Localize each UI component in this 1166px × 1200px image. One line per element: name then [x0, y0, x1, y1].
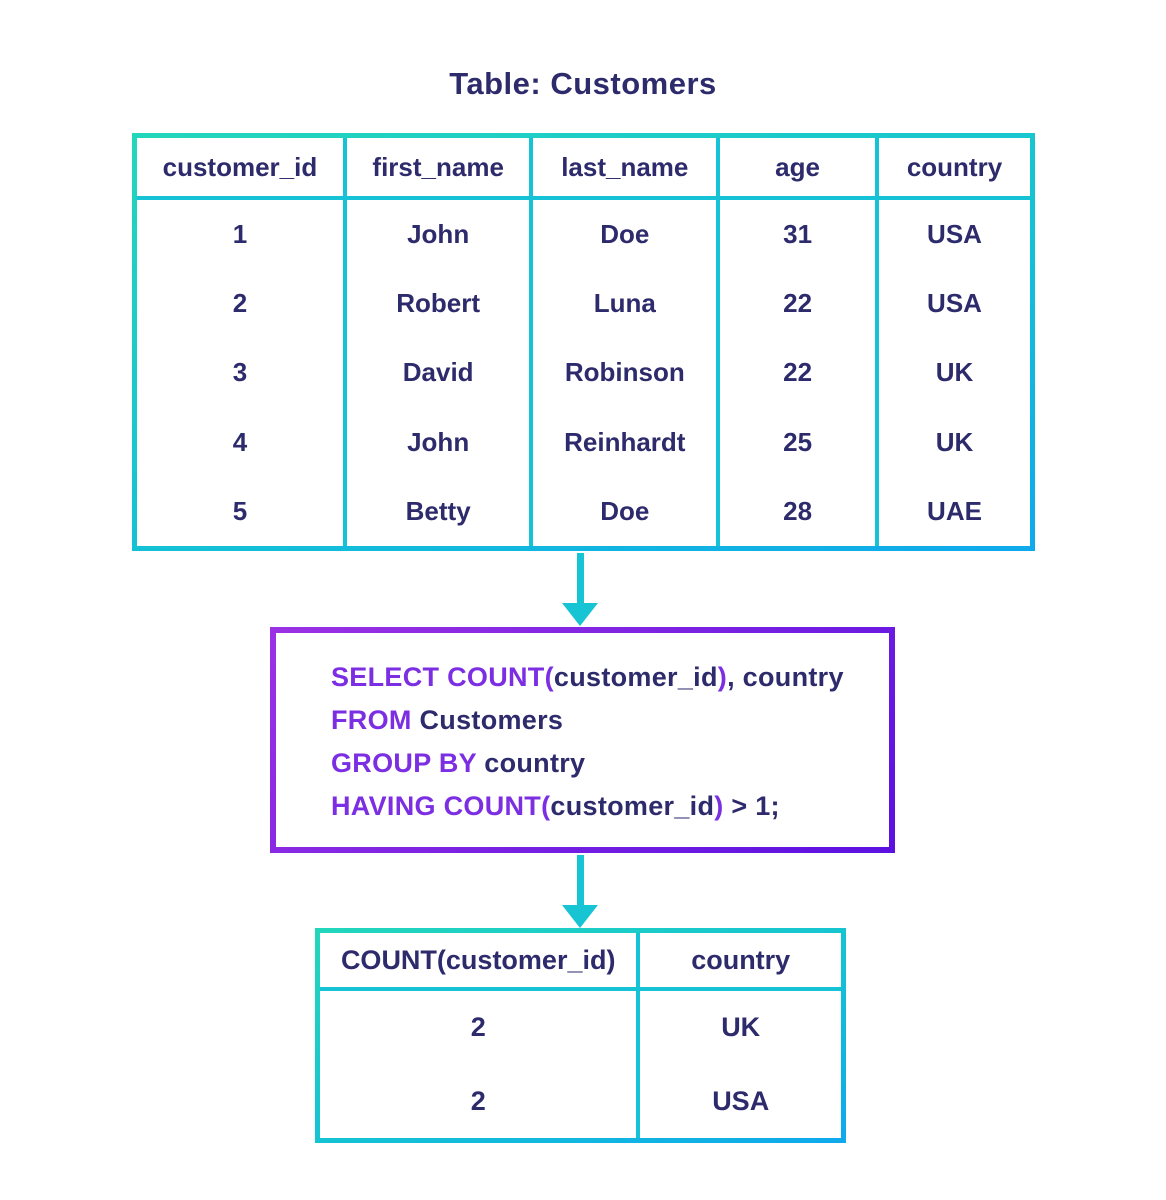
arrow-shaft — [576, 553, 584, 603]
table-cell: 31 — [720, 200, 880, 270]
sql-identifier: > 1; — [723, 791, 780, 821]
arrow-down-icon — [562, 855, 598, 928]
table-cell: Robert — [347, 269, 534, 339]
column-header-country: country — [879, 138, 1030, 200]
table-cell: UK — [935, 426, 974, 457]
table-cell: UK — [935, 357, 974, 388]
sql-keyword: FROM — [331, 705, 420, 735]
table-cell: 2 — [320, 991, 641, 1065]
column-header-first-name: first_name — [346, 138, 534, 200]
table-cell: David — [347, 338, 534, 408]
table-cell: 28 — [720, 476, 880, 546]
table-cell: USA — [927, 219, 982, 250]
table-cell: John — [347, 200, 534, 270]
sql-identifier: Customers — [419, 705, 564, 735]
table-cell: Betty — [347, 476, 534, 546]
table-cell: 22 — [720, 338, 880, 408]
sql-identifier: customer_id — [553, 662, 718, 692]
table-cell: UK — [721, 1012, 761, 1043]
table-cell: 22 — [720, 269, 880, 339]
arrow-head — [562, 905, 598, 928]
table-cell: 2 — [137, 269, 347, 339]
sql-line-group-by: GROUP BY country — [331, 742, 869, 785]
table-cell: Doe — [533, 476, 721, 546]
table-cell: USA — [712, 1085, 770, 1116]
column-header-customer-id: customer_id — [137, 138, 347, 200]
result-header-count: COUNT(customer_id) — [320, 933, 641, 991]
table-cell: UAE — [927, 495, 982, 526]
sql-query-box: SELECT COUNT(customer_id), country FROM … — [270, 627, 895, 853]
table-cell: 5 — [137, 476, 347, 546]
sql-keyword: GROUP BY — [331, 748, 485, 778]
sql-identifier: , country — [727, 662, 844, 692]
table-cell: John — [347, 407, 534, 477]
sql-line-having: HAVING COUNT(customer_id) > 1; — [331, 785, 869, 828]
sql-identifier: customer_id — [550, 791, 715, 821]
result-table: COUNT(customer_id) country 2 UK 2 USA — [315, 928, 846, 1143]
sql-line-from: FROM Customers — [331, 699, 869, 742]
table-cell: Doe — [533, 200, 721, 270]
sql-keyword: HAVING COUNT( — [331, 791, 551, 821]
table-cell: Reinhardt — [533, 407, 721, 477]
arrow-head — [562, 603, 598, 626]
column-header-age: age — [720, 138, 880, 200]
arrow-down-icon — [562, 553, 598, 626]
result-header-country: country — [640, 933, 841, 991]
arrow-shaft — [576, 855, 584, 905]
sql-keyword: ) — [714, 791, 724, 821]
sql-keyword: ) — [717, 662, 728, 692]
table-cell: 25 — [720, 407, 880, 477]
table-cell: Luna — [533, 269, 721, 339]
sql-identifier: country — [484, 748, 586, 778]
sql-keyword: SELECT COUNT( — [331, 662, 554, 692]
diagram-title: Table: Customers — [449, 66, 717, 101]
table-cell: 3 — [137, 338, 347, 408]
table-cell: 4 — [137, 407, 347, 477]
table-cell: 2 — [320, 1064, 641, 1138]
customers-table: customer_id first_name last_name age cou… — [132, 133, 1035, 551]
table-cell: Robinson — [533, 338, 721, 408]
table-cell: USA — [927, 288, 982, 319]
column-header-last-name: last_name — [533, 138, 721, 200]
sql-line-select: SELECT COUNT(customer_id), country — [331, 656, 869, 699]
table-cell: 1 — [137, 200, 347, 270]
